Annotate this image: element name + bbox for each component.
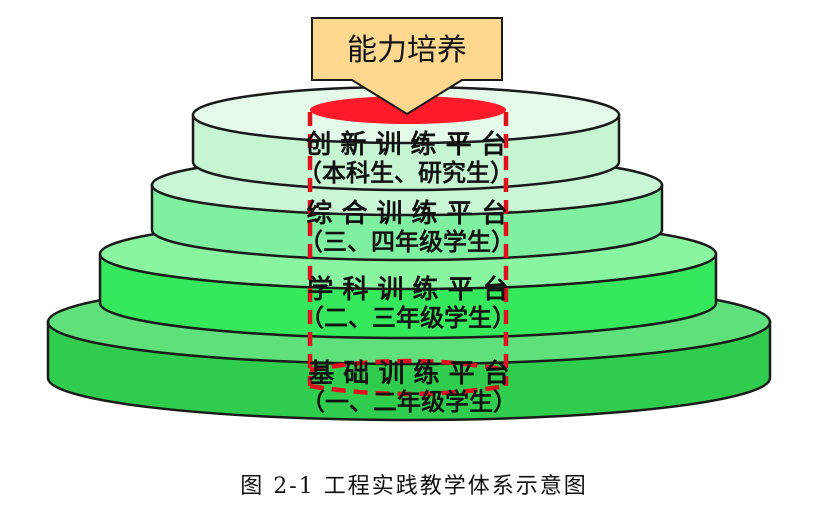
tier-2-title: 综 合 训 练 平 台 xyxy=(306,198,507,229)
tier-3-subtitle: （二、三年级学生） xyxy=(300,304,516,332)
tier-4-subtitle: （一、二年级学生） xyxy=(301,388,517,416)
core-dashed-outline xyxy=(307,112,509,397)
tier-3-title: 学 科 训 练 平 台 xyxy=(307,274,508,305)
pyramid-diagram: 能力培养 创 新 训 练 平 台 （本科生、研究生） 综 合 训 练 平 台 （… xyxy=(46,17,772,422)
figure-caption: 图 2-1 工程实践教学体系示意图 xyxy=(240,474,588,499)
tier-2-subtitle: （三、四年级学生） xyxy=(299,228,515,256)
capability-label: 能力培养 xyxy=(347,33,467,68)
tier-1-title: 创 新 训 练 平 台 xyxy=(304,129,506,160)
tier-4-title: 基 础 训 练 平 台 xyxy=(308,358,509,389)
capability-arrow: 能力培养 xyxy=(311,17,503,116)
tier-1-subtitle: （本科生、研究生） xyxy=(298,159,514,187)
